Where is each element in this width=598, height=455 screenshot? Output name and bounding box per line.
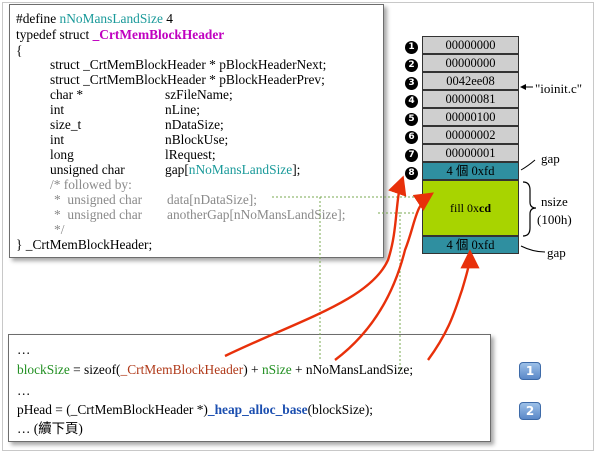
field-prev: struct _CrtMemBlockHeader * pBlockHeader… (50, 72, 325, 87)
comment-anothergap-type: * unsigned char (54, 207, 143, 222)
fill-value: cd (479, 201, 491, 215)
memory-cell-filename: 0042ee08 (422, 72, 519, 90)
field-line-name: nLine; (165, 102, 200, 117)
nsize-brace (522, 181, 537, 237)
continued-line: … (續下頁) (17, 421, 83, 436)
comment-data-name: data[nDataSize]; (167, 192, 257, 207)
typedef-line: typedef struct _CrtMemBlockHeader (16, 27, 224, 43)
field-filename-name: szFileName; (165, 87, 233, 102)
gap-bracket-2 (520, 245, 546, 253)
allocation-code-box: … blockSize = sizeof(_CrtMemBlockHeader)… (8, 334, 491, 442)
step-2-badge: 2 (519, 402, 541, 420)
memory-cell-line: 00000081 (422, 90, 519, 108)
field-datasize-type: size_t (50, 117, 82, 132)
memory-cell-another-gap: 4 個 0xfd (422, 236, 519, 254)
memory-cell-request: 00000001 (422, 144, 519, 162)
struct-name: _CrtMemBlockHeader (92, 27, 225, 42)
define-name: nNoMansLandSize (59, 11, 163, 26)
field-gap-type: unsigned char (50, 162, 125, 177)
typedef-keyword: typedef struct (16, 27, 93, 42)
memory-cell-blockuse: 00000002 (422, 126, 519, 144)
ellipsis-line-1: … (17, 342, 31, 357)
field-filename-type: char * (50, 87, 84, 102)
nsize-var: nSize (261, 362, 292, 377)
nsize-arrow (334, 192, 434, 361)
nomansland-term: + nNoMansLandSize; (291, 362, 414, 377)
field-gap-size: nNoMansLandSize (188, 162, 293, 177)
plus-op: ) + (243, 362, 262, 377)
step-1-badge: 1 (519, 362, 541, 380)
define-value: 4 (162, 11, 173, 26)
memory-cell-prev: 00000000 (422, 54, 519, 72)
comment-anothergap-name: anotherGap[nNoMansLandSize]; (167, 207, 346, 222)
blocksize-var: blockSize (17, 362, 70, 377)
field-gap-close: ]; (292, 162, 301, 177)
field-next: struct _CrtMemBlockHeader * pBlockHeader… (50, 57, 327, 72)
size-100h-annotation: (100h) (537, 212, 572, 227)
comment-data-type: * unsigned char (54, 192, 143, 207)
comment-end: */ (54, 222, 65, 237)
sizeof-call: = sizeof( (69, 362, 121, 377)
memory-cell-next: 00000000 (422, 36, 519, 54)
header-type-ref: _CrtMemBlockHeader (120, 362, 244, 377)
memory-cell-data: fill 0xcd (422, 180, 519, 236)
anothergap-comment-connector (378, 212, 420, 372)
field-gap-name: gap[ (165, 162, 189, 177)
open-brace: { (16, 43, 23, 58)
comment-followed-by: /* followed by: (50, 177, 132, 192)
nsize-annotation: nsize (541, 194, 568, 209)
field-blockuse-name: nBlockUse; (165, 132, 229, 147)
number-6-circle: 6 (405, 131, 418, 144)
number-4-circle: 4 (405, 95, 418, 108)
ioinit-annotation: "ioinit.c" (535, 81, 583, 96)
number-7-circle: 7 (405, 149, 418, 162)
phead-line: pHead = (_CrtMemBlockHeader *)_heap_allo… (17, 402, 373, 418)
number-5-circle: 5 (405, 113, 418, 126)
heap-alloc-base-call: _heap_alloc_base (207, 402, 308, 417)
memory-cell-datasize: 00000100 (422, 108, 519, 126)
heap-alloc-args: (blockSize); (307, 402, 374, 417)
define-line: #define nNoMansLandSize 4 (16, 11, 173, 27)
nomansland-arrow (427, 249, 480, 361)
field-gap-decl: gap[nNoMansLandSize]; (165, 162, 300, 178)
number-2-circle: 2 (405, 59, 418, 72)
number-3-circle: 3 (405, 77, 418, 90)
data-comment-connector (272, 196, 420, 360)
field-blockuse-type: int (50, 132, 65, 147)
blocksize-line: blockSize = sizeof(_CrtMemBlockHeader) +… (17, 362, 413, 378)
gap-annotation-1: gap (541, 151, 560, 166)
memory-cell-gap: 4 個 0xfd (422, 162, 519, 180)
number-1-circle: 1 (405, 41, 418, 54)
ellipsis-line-2: … (17, 383, 31, 398)
struct-closing: } _CrtMemBlockHeader; (16, 237, 153, 252)
field-request-name: lRequest; (165, 147, 216, 162)
field-datasize-name: nDataSize; (165, 117, 224, 132)
field-line-type: int (50, 102, 65, 117)
phead-assign: pHead = (_CrtMemBlockHeader *) (17, 402, 208, 417)
gap-bracket-1 (520, 159, 536, 171)
fill-label: fill 0x (450, 201, 479, 215)
define-keyword: #define (16, 11, 60, 26)
field-request-type: long (50, 147, 74, 162)
struct-definition-box: #define nNoMansLandSize 4 typedef struct… (9, 4, 384, 258)
number-8-circle: 8 (405, 167, 418, 180)
header-size-arrow (224, 175, 407, 358)
gap-annotation-2: gap (547, 245, 566, 260)
